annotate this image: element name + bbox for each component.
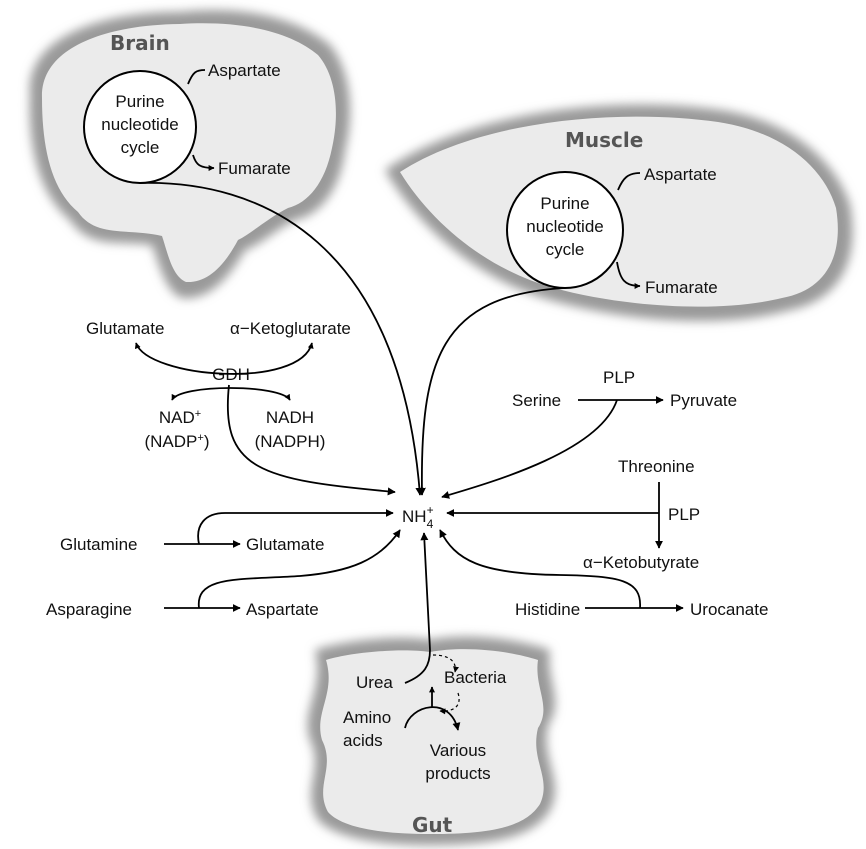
- gdh-akg-label: α−Ketoglutarate: [230, 319, 351, 338]
- histidine-to-ammonium-arrow: [439, 529, 641, 609]
- brain-cycle-text-2: nucleotide: [101, 115, 179, 134]
- bacteria-label: Bacteria: [444, 668, 507, 687]
- urea-to-bacteria-dashed-arrow: [432, 654, 459, 673]
- gdh-glutamate-akg-arrow: [134, 342, 314, 375]
- gdh-nadp-label: (NADP+): [144, 432, 209, 451]
- brain-label: Brain: [110, 31, 170, 55]
- glutamine-glutamate-label: Glutamate: [246, 535, 324, 554]
- glutamine-label: Glutamine: [60, 535, 137, 554]
- muscle-cycle-text-3: cycle: [546, 240, 585, 259]
- muscle-label: Muscle: [565, 128, 643, 152]
- brain-to-ammonium-arrow: [139, 182, 424, 496]
- brain-cycle-text-3: cycle: [121, 138, 160, 157]
- muscle-cycle-text-2: nucleotide: [526, 217, 604, 236]
- gut-to-ammonium-arrow: [404, 532, 431, 684]
- gdh-nadph-label: (NADPH): [255, 432, 326, 451]
- muscle-cycle-text-1: Purine: [540, 194, 589, 213]
- urocanate-label: Urocanate: [690, 600, 768, 619]
- asparagine-to-ammonium-arrow: [198, 529, 401, 609]
- amino-label-1: Amino: [343, 708, 391, 727]
- glutamine-to-ammonium-arrow: [197, 509, 394, 545]
- asparagine-label: Asparagine: [46, 600, 132, 619]
- pyruvate-label: Pyruvate: [670, 391, 737, 410]
- histidine-label: Histidine: [515, 600, 580, 619]
- bacteria-to-amino-dashed-arrow: [439, 692, 460, 715]
- amino-label-2: acids: [343, 731, 383, 750]
- various-label-2: products: [425, 764, 490, 783]
- brain-fumarate-label: Fumarate: [218, 159, 291, 178]
- ketobutyrate-label: α−Ketobutyrate: [583, 553, 699, 572]
- muscle-fumarate-arrow: [616, 261, 641, 289]
- serine-to-ammonium-arrow: [441, 399, 618, 499]
- ammonium-label: NH+4: [402, 503, 434, 531]
- brain-fumarate-arrow: [192, 154, 215, 171]
- gut-label: Gut: [412, 813, 453, 837]
- gut-organ: Gut: [307, 636, 555, 845]
- urea-label: Urea: [356, 673, 393, 692]
- muscle-to-ammonium-arrow: [417, 287, 566, 496]
- threonine-plp-label: PLP: [668, 505, 700, 524]
- brain-cycle-text-1: Purine: [115, 92, 164, 111]
- gdh-to-ammonium-arrow: [227, 384, 396, 496]
- asparagine-aspartate-label: Aspartate: [246, 600, 319, 619]
- gdh-glutamate-label: Glutamate: [86, 319, 164, 338]
- gdh-nadh-label: NADH: [266, 408, 314, 427]
- muscle-fumarate-label: Fumarate: [645, 278, 718, 297]
- muscle-aspartate-label: Aspartate: [644, 165, 717, 184]
- various-label-1: Various: [430, 741, 486, 760]
- serine-plp-label: PLP: [603, 368, 635, 387]
- brain-aspartate-label: Aspartate: [208, 61, 281, 80]
- brain-aspartate-line: [187, 69, 206, 85]
- gdh-nad-nadh-arrow: [171, 387, 291, 401]
- gdh-nad-label: NAD+: [159, 408, 201, 427]
- threonine-label: Threonine: [618, 457, 695, 476]
- serine-label: Serine: [512, 391, 561, 410]
- muscle-aspartate-line: [617, 172, 641, 191]
- amino-to-products-arrow: [404, 706, 461, 731]
